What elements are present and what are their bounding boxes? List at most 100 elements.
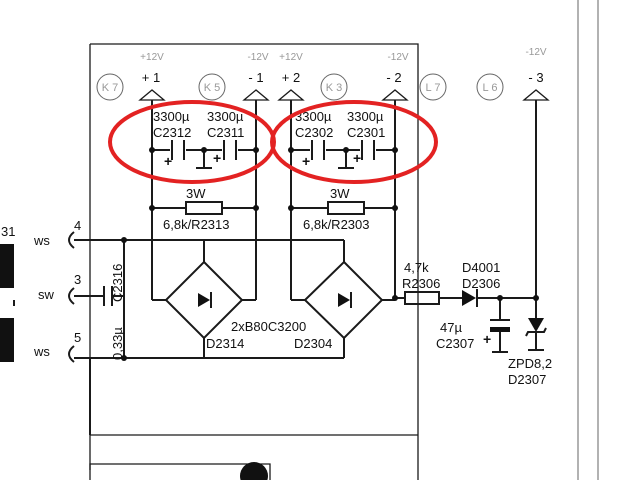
connector-markers: K 7 K 5 K 3 L 7 L 6 [96,73,504,101]
cap-c2302-value: 3300µ [295,109,332,124]
resistor-r2306-name: R2306 [402,276,440,291]
rail-p2-voltage: +12V [279,52,303,63]
rail-m1-voltage: -12V [247,52,268,63]
input-terminals: ws 4 sw 3 ws 5 [33,218,104,435]
arrow-m2 [381,89,409,101]
cap-c2302-name: C2302 [295,125,333,140]
bridge-d2304 [94,260,384,359]
capacitor-c2311-symbol [223,140,237,160]
bottom-partial-component [89,462,271,480]
capacitor-c2312-symbol [171,140,185,160]
cap-c2301-value: 3300µ [347,109,384,124]
cap-c2311-name: C2311 [207,125,244,140]
rail-p1-voltage: +12V [140,52,164,63]
cap-c2312-value: 3300µ [153,109,190,124]
negative-three-supply [395,100,547,353]
diode-d2306-name: D2306 [462,276,500,291]
terminal-4-symbol [68,231,75,249]
terminal-3-tag: sw [38,287,55,302]
cap-c2312-name: C2312 [153,125,191,140]
polarity-plus: + [483,331,491,347]
rail-m2-voltage: -12V [387,52,408,63]
bridge-d2314-name: D2314 [206,336,244,351]
resistor-r2313-label: 6,8k/R2313 [163,217,230,232]
rail-p2-label: + 2 [282,70,300,85]
highlight-ring-left [108,100,276,184]
bridge-interconnect [203,239,345,358]
connector-circle-l6 [476,73,504,101]
left-supply-wiring [151,100,257,301]
terminal-3-num: 3 [74,272,81,287]
rail-m2-label: - 2 [386,70,401,85]
zener-type: ZPD8,2 [508,356,552,371]
diode-d2306-symbol [462,290,476,306]
zener-name: D2307 [508,372,546,387]
diode-d2306-top: D4001 [462,260,500,275]
zener-d2307-symbol [528,318,544,332]
cap-c2311-value: 3300µ [207,109,244,124]
cap-c2301-name: C2301 [347,125,385,140]
junction-dot [149,205,155,211]
rail-m3-label: - 3 [528,70,543,85]
connector-l6: L 6 [483,82,498,94]
resistor-r2313-power: 3W [186,186,206,201]
arrow-p2 [277,89,305,101]
terminal-5-symbol [68,345,75,363]
cap-c2316-name: C2316 [110,264,125,302]
connector-k5: K 5 [204,82,221,94]
highlight-ring-right [270,100,438,184]
capacitor-c2302-symbol [311,140,325,160]
connector-circle-k7 [96,73,124,101]
cap-c2316-value: 0,33µ [110,327,125,360]
cap-c2307-value: 47µ [440,320,462,335]
junction-dot [121,355,127,361]
bridge-type-label: 2xB80C3200 [231,319,306,334]
junction-dot [253,147,259,153]
connector-k3: K 3 [326,82,343,94]
junction-dot [343,147,349,153]
bridge-d2304-name: D2304 [294,336,332,351]
polarity-plus: + [213,150,221,166]
junction-dot [497,295,503,301]
resistor-r2306-symbol [404,291,440,305]
terminal-4-num: 4 [74,218,81,233]
terminal-5-num: 5 [74,330,81,345]
polarity-plus: + [302,153,310,169]
resistor-r2313-symbol [185,201,223,215]
connector-circle-k3 [320,73,348,101]
rail-m3-voltage: -12V [525,47,546,58]
junction-dot [121,237,127,243]
junction-dot [392,295,398,301]
resistor-r2303-label: 6,8k/R2303 [303,217,370,232]
resistor-r2306-value: 4,7k [404,260,429,275]
rail-p1-label: + 1 [142,70,160,85]
junction-dot [288,205,294,211]
rail-m1-label: - 1 [248,70,263,85]
connector-k7: K 7 [102,82,119,94]
resistor-r2303-symbol [327,201,365,215]
transformer-label: 31 [1,224,15,239]
junction-dot [392,147,398,153]
polarity-plus: + [353,150,361,166]
resistor-r2303-power: 3W [330,186,350,201]
junction-dot [253,205,259,211]
polarity-plus: + [164,153,172,169]
connector-circle-k5 [198,73,226,101]
connector-l7: L 7 [426,82,441,94]
terminal-4-tag: ws [33,233,50,248]
rail-labels: +12V + 1 -12V - 1 +12V + 2 -12V - 2 -12V… [140,47,547,85]
capacitor-c2301-symbol [361,140,375,160]
terminal-3-symbol [68,287,75,305]
arrow-p1 [138,89,166,101]
capacitor-c2316-symbol [103,240,125,358]
terminal-5-tag: ws [33,344,50,359]
arrow-m3 [522,89,550,101]
junction-dot [201,147,207,153]
cap-c2307-name: C2307 [436,336,474,351]
connector-circle-l7 [419,73,447,101]
junction-dot [392,205,398,211]
junction-dot [288,147,294,153]
arrow-m1 [242,89,270,101]
junction-dot [149,147,155,153]
